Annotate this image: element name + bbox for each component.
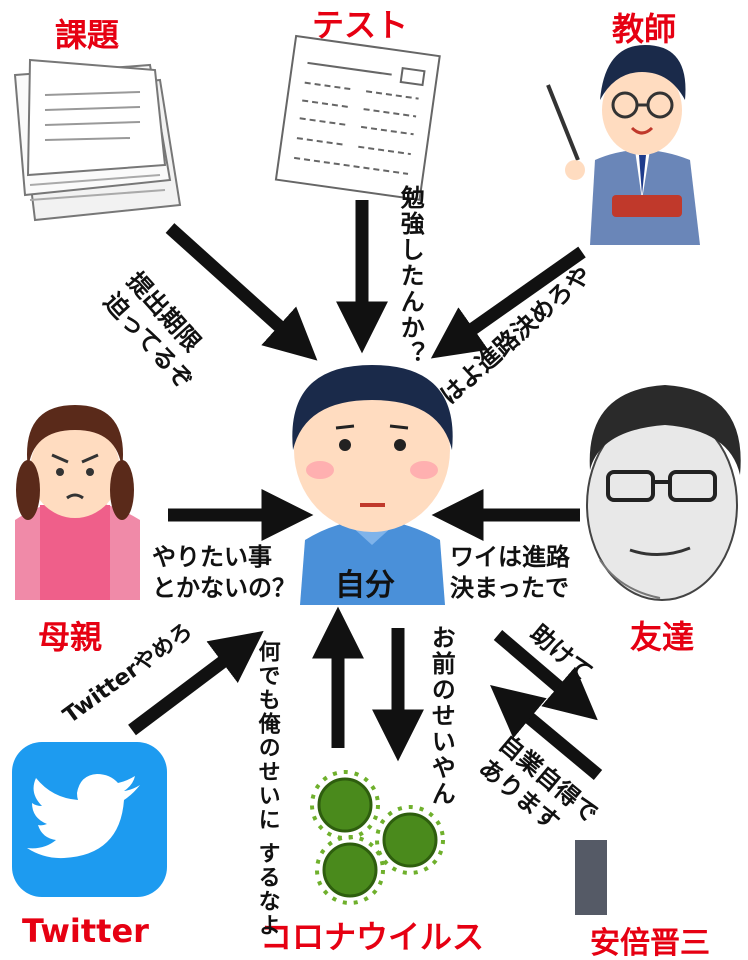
twitter-logo-icon (12, 742, 167, 897)
edge-label-friend: ワイは進路 決まったで (450, 542, 570, 604)
friend-portrait (587, 385, 741, 600)
edge-label-self-to-corona: お前のせいやん (425, 625, 456, 807)
teacher-figure (548, 45, 700, 245)
coronavirus-icon (312, 772, 443, 903)
node-label-teacher: 教師 (612, 4, 676, 50)
mother-figure (15, 405, 140, 600)
node-label-assignments: 課題 (55, 10, 119, 56)
paper-pile-icon (15, 60, 180, 220)
edge-label-mother-line2: とかないの？ (152, 573, 296, 604)
node-label-test: テスト (312, 0, 408, 46)
node-label-mother: 母親 (38, 612, 102, 658)
node-label-abe: 安倍晋三 (590, 918, 710, 960)
test-paper-icon (276, 36, 440, 200)
node-label-twitter: Twitter (22, 912, 149, 950)
node-label-self: 自分 (335, 560, 395, 604)
edge-label-corona-line2: するなよ (255, 842, 280, 938)
edge-label-mother-line1: やりたい事 (152, 542, 296, 573)
node-label-friend: 友達 (630, 612, 694, 658)
abe-figure (575, 840, 607, 915)
edge-label-test: 勉強したんか？ (394, 185, 425, 367)
node-label-coronavirus: コロナウイルス (260, 912, 484, 958)
edge-label-friend-line1: ワイは進路 (450, 542, 570, 573)
edge-label-corona-to-self: 何でも俺のせいに するなよ (252, 640, 281, 938)
edge-label-corona-line1: 何でも俺のせいに (255, 640, 280, 832)
edge-label-friend-line2: 決まったで (450, 573, 570, 604)
edge-label-mother: やりたい事 とかないの？ (152, 542, 296, 604)
